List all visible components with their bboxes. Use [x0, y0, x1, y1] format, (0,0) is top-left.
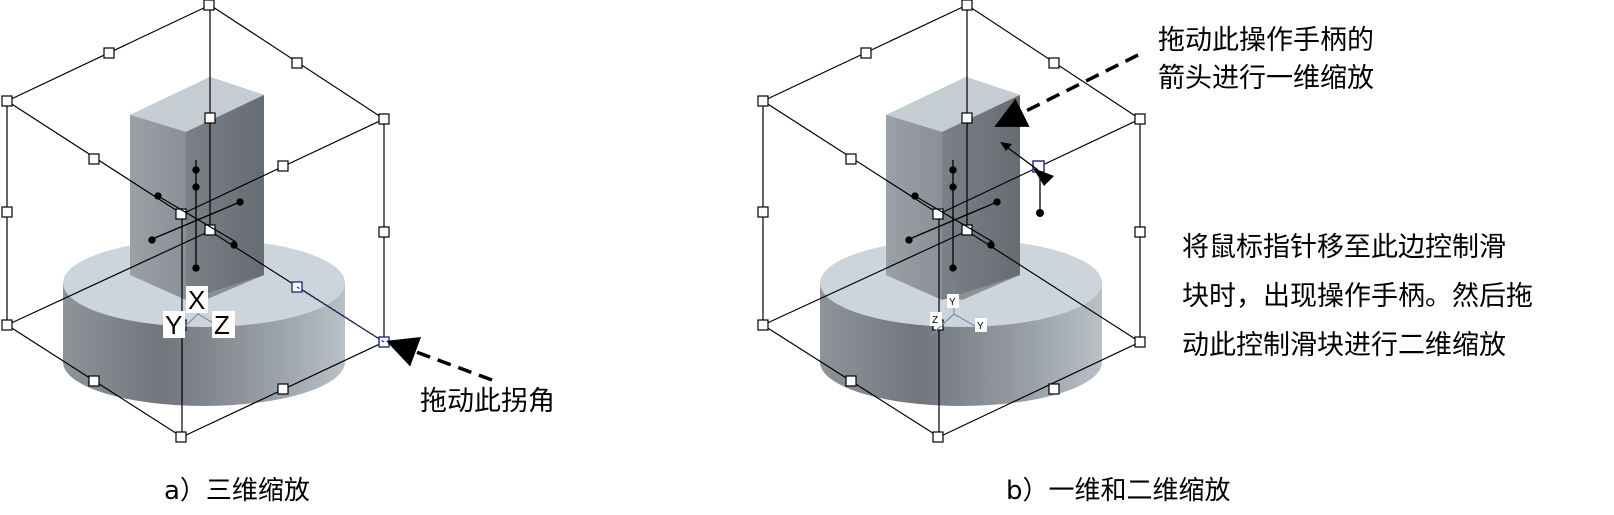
- annotation-drag-corner: 拖动此拐角: [420, 386, 555, 417]
- axis-label-y: Y: [165, 310, 182, 340]
- axis-label-z: Y: [977, 321, 984, 332]
- annotation-right-line-3: 动此控制滑块进行二维缩放: [1182, 330, 1506, 361]
- annotation-right-line-1: 将鼠标指针移至此边控制滑: [1182, 232, 1506, 263]
- panel-b-1d-2d-scaling: Y Z Y 拖动此操作手柄的 箭头进行一维缩放 将鼠标指针移至此边控制滑 块时，…: [757, 0, 1533, 506]
- axis-triad: X Y Z: [163, 285, 235, 340]
- annotation-right-line-2: 块时，出现操作手柄。然后拖: [1182, 281, 1533, 312]
- center-manipulator: [148, 160, 244, 272]
- axis-label-y: Z: [932, 315, 938, 326]
- axis-label-z: Z: [214, 310, 230, 340]
- corner-pointer-arrow: [386, 336, 493, 382]
- drag-path: [296, 286, 385, 343]
- operation-handle[interactable]: [1000, 142, 1054, 217]
- annotation-top-line-2: 箭头进行一维缩放: [1158, 63, 1374, 94]
- handle-pointer-arrow: [994, 53, 1139, 127]
- center-manipulator: [905, 160, 1001, 272]
- axis-label-x: Y: [949, 297, 956, 308]
- caption-a: a）三维缩放: [164, 476, 310, 506]
- caption-b: b）一维和二维缩放: [1006, 476, 1231, 506]
- panel-a-3d-scaling: X Y Z 拖动此拐角 a）三维缩放: [1, 0, 555, 506]
- annotation-top-line-1: 拖动此操作手柄的: [1158, 25, 1374, 56]
- control-handles[interactable]: [757, 0, 1146, 443]
- axis-label-x: X: [188, 285, 205, 315]
- axis-triad-small: Y Z Y: [929, 285, 987, 337]
